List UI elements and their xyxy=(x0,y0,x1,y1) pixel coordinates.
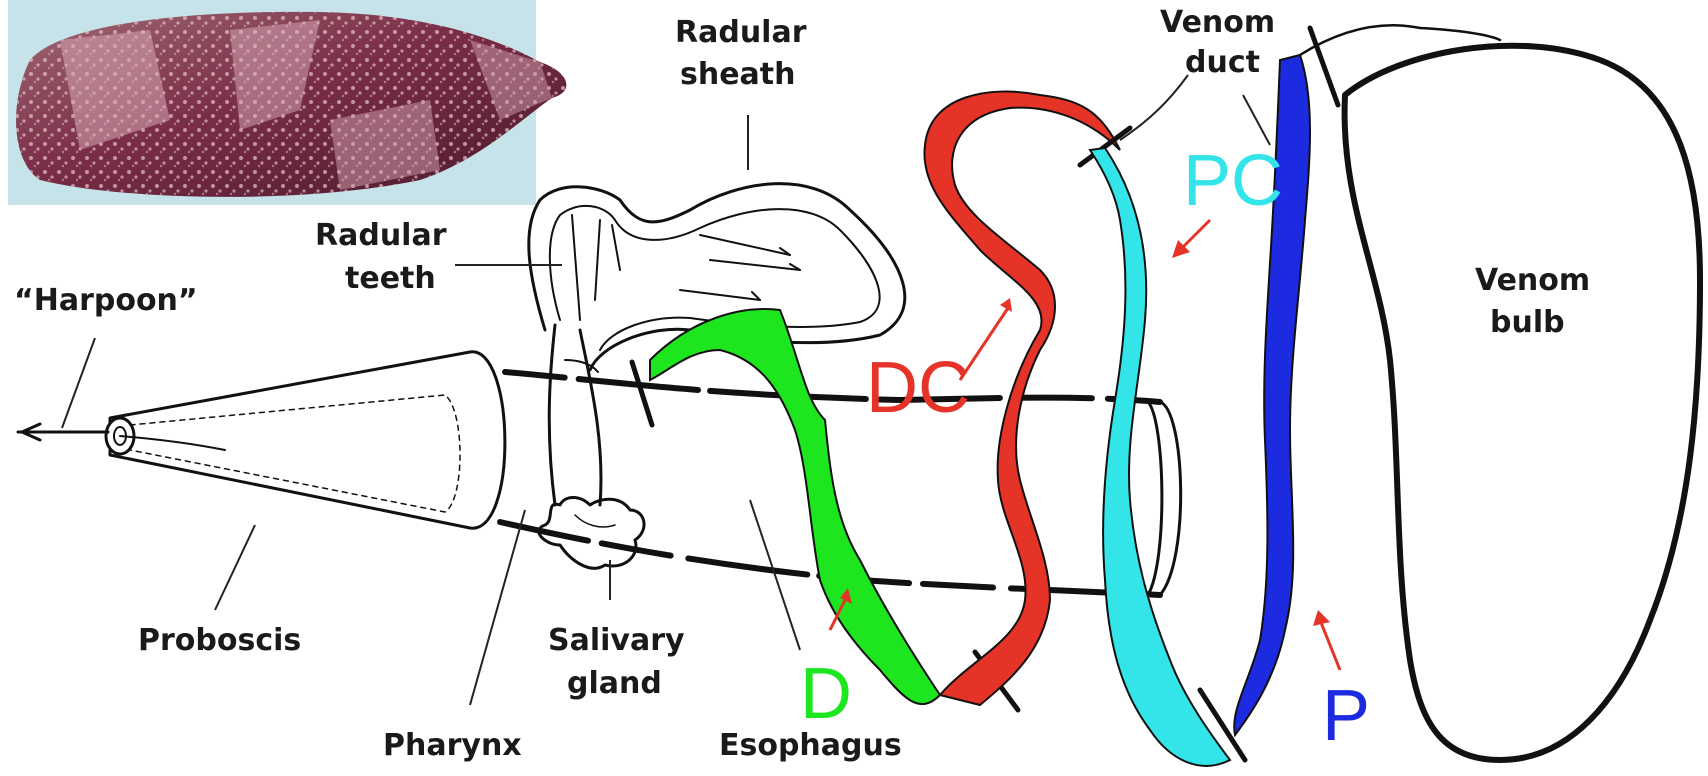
label-venom-duct-line2: duct xyxy=(1185,45,1260,80)
label-harpoon: “Harpoon” xyxy=(14,283,198,318)
label-pharynx: Pharynx xyxy=(383,728,522,763)
label-proboscis: Proboscis xyxy=(138,623,301,658)
segment-label-dc: DC xyxy=(866,348,970,428)
label-radular-teeth-line1: Radular xyxy=(315,218,447,253)
cone-shell-photo xyxy=(8,0,566,205)
segment-label-pc: PC xyxy=(1183,141,1283,221)
label-salivary-gland-line2: gland xyxy=(567,666,662,701)
label-radular-teeth-line2: teeth xyxy=(345,261,436,296)
label-salivary-gland-line1: Salivary xyxy=(548,623,685,658)
label-venom-duct-line1: Venom xyxy=(1160,5,1275,40)
venom-bulb-shape xyxy=(1345,46,1700,760)
segment-label-d: D xyxy=(800,654,852,734)
pharynx-shape xyxy=(549,325,601,505)
segment-arrows xyxy=(830,220,1340,670)
segment-label-p: P xyxy=(1322,676,1370,756)
venom-duct-pc-segment xyxy=(1090,148,1245,766)
label-venom-bulb-line1: Venom xyxy=(1475,263,1590,298)
label-radular-sheath-line1: Radular xyxy=(675,15,807,50)
label-radular-sheath-line2: sheath xyxy=(680,57,796,92)
label-venom-bulb-line2: bulb xyxy=(1490,305,1565,340)
